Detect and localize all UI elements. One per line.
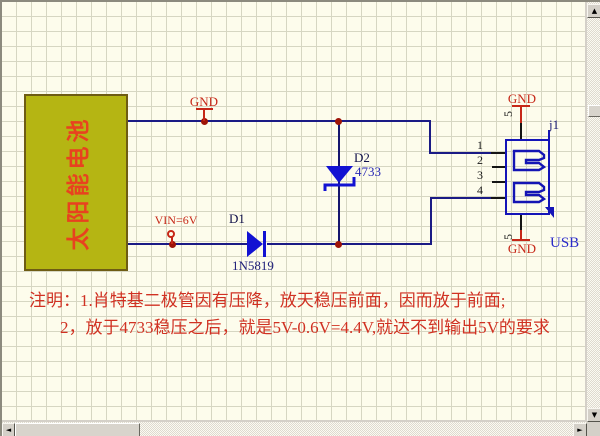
scroll-left-button[interactable]: ◄ <box>2 423 15 436</box>
usb-pin4-number: 4 <box>477 183 483 197</box>
wire-bottom-left[interactable] <box>128 243 248 245</box>
usb-socket-icon <box>512 181 547 204</box>
wire-top[interactable] <box>128 120 430 122</box>
scrollbar-corner <box>587 422 600 436</box>
scroll-right-icon: ► <box>577 425 583 434</box>
d2-designator[interactable]: D2 <box>354 150 370 165</box>
scroll-up-icon: ▲ <box>591 6 598 15</box>
usb-pin4-lead[interactable] <box>491 197 507 199</box>
schematic-canvas[interactable]: 太阳能电池 GND VIN=6V D1 <box>2 2 585 420</box>
wire-to-pin1[interactable] <box>429 152 491 154</box>
scroll-right-button[interactable]: ► <box>573 423 587 436</box>
wire-bottom-corner[interactable] <box>430 198 432 245</box>
usb-comment[interactable]: USB <box>550 235 580 251</box>
junction-dot <box>169 241 176 248</box>
d1-diode-icon[interactable] <box>246 229 270 259</box>
usb-pin1-lead[interactable] <box>491 152 507 154</box>
solar-cell-rectangle[interactable]: 太阳能电池 <box>24 94 128 271</box>
usb-gnd-bottom-bar <box>512 239 530 241</box>
junction-dot <box>201 118 208 125</box>
d2-part-label[interactable]: 4733 <box>355 164 381 179</box>
scroll-left-icon: ◄ <box>5 425 12 434</box>
usb-pin1-number: 1 <box>477 138 483 152</box>
vertical-scrollbar[interactable]: ▲ ▼ <box>587 2 600 422</box>
usb-pin2-number: 2 <box>477 153 483 167</box>
wire-top-corner[interactable] <box>429 120 431 154</box>
d2-zener-icon[interactable] <box>323 163 356 193</box>
usb-pin3-number: 3 <box>477 168 483 182</box>
usb-socket-icon <box>512 149 547 172</box>
vertical-scrollbar-thumb[interactable] <box>588 105 600 117</box>
vin-stem <box>171 237 173 244</box>
solar-cell-label: 太阳能电池 <box>66 115 91 250</box>
usb-connector-body[interactable] <box>505 139 550 215</box>
scroll-down-button[interactable]: ▼ <box>587 408 600 422</box>
scroll-up-button[interactable]: ▲ <box>587 4 600 18</box>
junction-dot <box>335 118 342 125</box>
junction-dot <box>335 241 342 248</box>
gnd-top-stem <box>203 109 205 121</box>
usb-pin5-bottom-number: 5 <box>501 234 515 240</box>
d1-designator[interactable]: D1 <box>229 211 245 226</box>
usb-pin5-bottom-lead[interactable] <box>520 214 522 231</box>
usb-gnd-top-stem <box>520 106 522 123</box>
gnd-top-label[interactable]: GND <box>189 94 219 109</box>
usb-box-top-tick <box>548 130 550 140</box>
horizontal-scrollbar[interactable]: ◄ ► <box>2 422 587 436</box>
scroll-down-icon: ▼ <box>591 410 598 419</box>
usb-box-corner-flag <box>545 207 554 218</box>
d1-part-label[interactable]: 1N5819 <box>232 258 274 273</box>
usb-pin3-lead[interactable] <box>492 181 507 183</box>
note-line-2[interactable]: 2，放于4733稳压之后，就是5V-0.6V=4.4V,就达不到输出5V的要求 <box>60 318 550 337</box>
usb-pin2-lead[interactable] <box>492 166 507 168</box>
usb-pin5-top-number: 5 <box>501 111 515 117</box>
usb-designator[interactable]: j1 <box>549 117 560 132</box>
wire-bottom-right[interactable] <box>267 243 432 245</box>
usb-gnd-bottom-label[interactable]: GND <box>507 241 537 256</box>
horizontal-scrollbar-thumb[interactable] <box>15 423 140 436</box>
usb-gnd-top-label[interactable]: GND <box>507 91 537 106</box>
usb-gnd-bottom-stem <box>520 230 522 240</box>
usb-pin5-top-lead[interactable] <box>520 122 522 140</box>
vin-label[interactable]: VIN=6V <box>154 213 198 227</box>
note-line-1[interactable]: 注明：1.肖特基二极管因有压降，放天稳压前面，因而放于前面; <box>29 291 506 310</box>
wire-to-pin4[interactable] <box>430 197 491 199</box>
